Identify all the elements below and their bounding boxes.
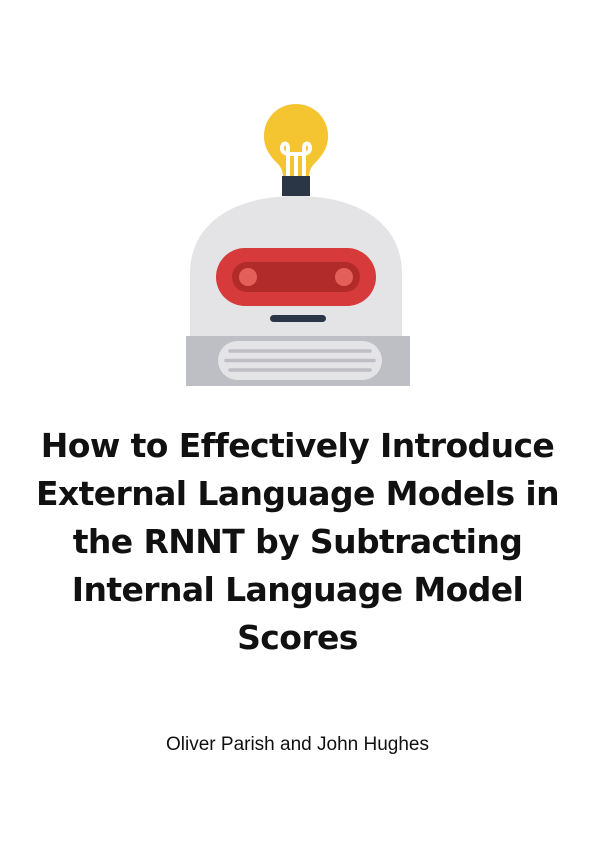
document-authors: Oliver Parish and John Hughes xyxy=(166,734,429,755)
document-title: How to Effectively Introduce External La… xyxy=(35,426,560,657)
robot-visor xyxy=(216,248,376,306)
robot-vent xyxy=(218,341,382,380)
lightbulb-icon xyxy=(264,104,328,196)
robot-mouth xyxy=(270,315,326,322)
robot-lightbulb-icon xyxy=(186,104,410,386)
